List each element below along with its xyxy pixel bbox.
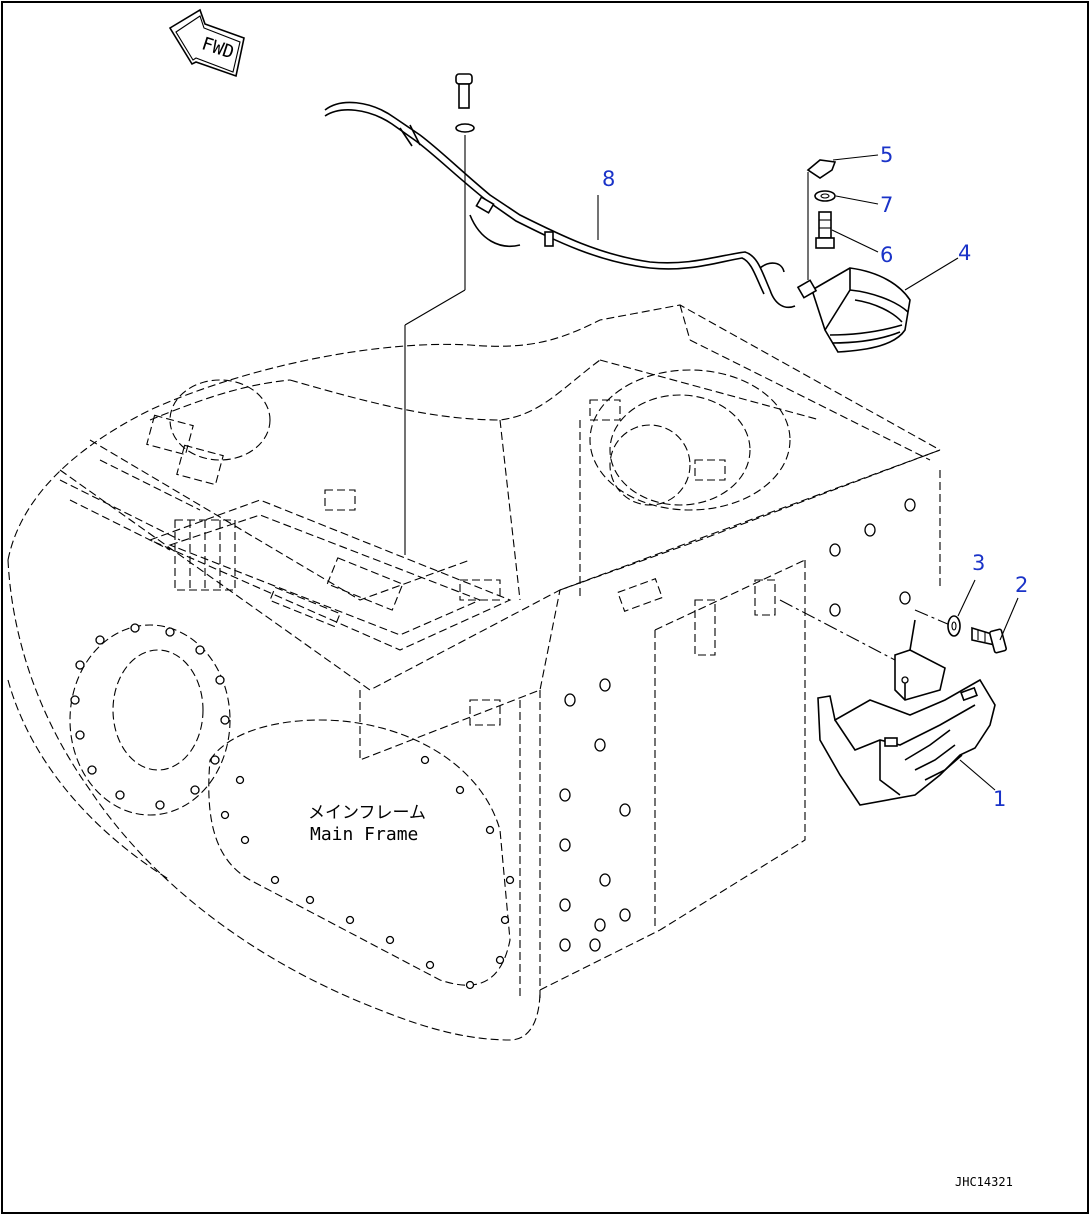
part-5-clamp <box>806 159 837 280</box>
drawing-id: JHC14321 <box>955 1175 1013 1189</box>
part-2-bolt <box>971 626 1007 654</box>
callout-8: 8 <box>602 167 615 191</box>
callout-1: 1 <box>993 787 1006 811</box>
guard-mount-bracket <box>894 619 946 701</box>
main-frame-outline <box>7 304 941 1041</box>
part-6-bolt <box>815 211 835 249</box>
callout-7: 7 <box>880 193 893 217</box>
wiring-harness <box>324 101 796 309</box>
callout-2: 2 <box>1015 573 1028 597</box>
fwd-arrow-icon: FWD <box>168 8 245 78</box>
part-7-washer <box>814 190 836 202</box>
callout-labels: 1 2 3 4 5 6 7 8 <box>602 143 1028 811</box>
harness-clip-bolt-icon <box>455 73 475 133</box>
part-1-guard-cover <box>817 678 996 806</box>
part-3-lock-washer <box>947 615 961 637</box>
frame-bolt-holes <box>70 498 916 990</box>
callout-6: 6 <box>880 243 893 267</box>
main-frame-label-jp: メインフレーム <box>308 803 426 823</box>
callout-3: 3 <box>972 551 985 575</box>
callout-leaders <box>597 154 1019 791</box>
part-4-lamp-unit <box>796 267 911 353</box>
main-frame-label-en: Main Frame <box>310 824 418 845</box>
callout-4: 4 <box>958 241 971 265</box>
callout-5: 5 <box>880 143 893 167</box>
main-frame-label: メインフレーム Main Frame <box>308 803 426 845</box>
harness-leader-lines <box>404 135 466 555</box>
assembly-center-lines <box>779 599 951 661</box>
